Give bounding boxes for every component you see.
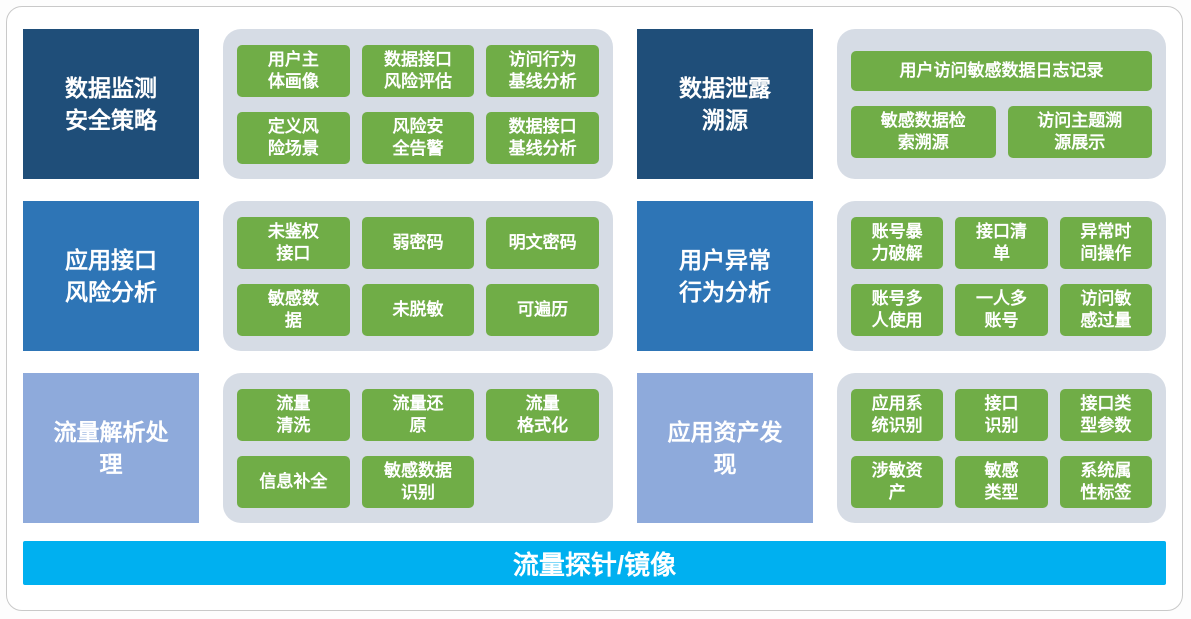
chip-info-completion: 信息补全 [237,455,350,508]
chip-traffic-formatting: 流量 格式化 [486,388,599,441]
panel-data-leak-tracing: 用户访问敏感数据日志记录 敏感数据检 索溯源 访问主题溯 源展示 [837,29,1166,179]
chip-group-data-monitoring-policy: 用户主 体画像 数据接口 风险评估 访问行为 基线分析 定义风 险场景 风险安 … [237,44,599,164]
chip-excessive-sensitive-access: 访问敏 感过量 [1059,283,1152,336]
section-label-data-monitoring-policy: 数据监测 安全策略 [23,29,199,179]
chip-access-behavior-baseline: 访问行为 基线分析 [486,44,599,97]
chip-sensitive-data: 敏感数 据 [237,283,350,336]
chip-group-traffic-parsing: 流量 清洗 流量还 原 流量 格式化 信息补全 敏感数据 识别 [237,388,599,508]
chip-unmasked-data: 未脱敏 [361,283,475,336]
chip-sensitive-type: 敏感 类型 [955,455,1048,508]
chip-account-brute-force: 账号暴 力破解 [851,216,944,269]
chip-sensitive-data-search-trace: 敏感数据检 索溯源 [851,105,996,158]
chip-traffic-restore: 流量还 原 [361,388,475,441]
chip-group-app-asset-discovery: 应用系 统识别 接口 识别 接口类 型参数 涉敏资 产 敏感 类型 系统属 性标… [851,388,1152,508]
chip-sensitive-assets: 涉敏资 产 [851,455,944,508]
chip-unauthenticated-api: 未鉴权 接口 [237,216,350,269]
chip-traffic-cleaning: 流量 清洗 [237,388,350,441]
chip-traversable: 可遍历 [486,283,599,336]
panel-app-api-risk-analysis: 未鉴权 接口 弱密码 明文密码 敏感数 据 未脱敏 可遍历 [223,201,613,351]
chip-abnormal-time-operation: 异常时 间操作 [1059,216,1152,269]
panel-user-abnormal-behavior: 账号暴 力破解 接口清 单 异常时 间操作 账号多 人使用 一人多 账号 访问敏… [837,201,1166,351]
chip-api-baseline-analysis: 数据接口 基线分析 [486,111,599,164]
chip-group-data-leak-tracing: 用户访问敏感数据日志记录 敏感数据检 索溯源 访问主题溯 源展示 [851,50,1152,158]
chip-sensitive-data-access-log: 用户访问敏感数据日志记录 [851,50,1152,91]
chip-app-system-identify: 应用系 统识别 [851,388,944,441]
chip-account-shared-use: 账号多 人使用 [851,283,944,336]
chip-risk-security-alert: 风险安 全告警 [361,111,475,164]
chip-one-person-multi-account: 一人多 账号 [955,283,1048,336]
chip-api-identify: 接口 识别 [955,388,1048,441]
panel-data-monitoring-policy: 用户主 体画像 数据接口 风险评估 访问行为 基线分析 定义风 险场景 风险安 … [223,29,613,179]
diagram-frame: 数据监测 安全策略 用户主 体画像 数据接口 风险评估 访问行为 基线分析 定义… [6,6,1183,611]
chip-api-type-params: 接口类 型参数 [1059,388,1152,441]
chip-define-risk-scenario: 定义风 险场景 [237,111,350,164]
chip-group-app-api-risk-analysis: 未鉴权 接口 弱密码 明文密码 敏感数 据 未脱敏 可遍历 [237,216,599,336]
chip-sensitive-data-identification: 敏感数据 识别 [361,455,475,508]
section-label-app-api-risk-analysis: 应用接口 风险分析 [23,201,199,351]
chip-weak-password: 弱密码 [361,216,475,269]
section-label-data-leak-tracing: 数据泄露 溯源 [637,29,813,179]
chip-group-user-abnormal-behavior: 账号暴 力破解 接口清 单 异常时 间操作 账号多 人使用 一人多 账号 访问敏… [851,216,1152,336]
panel-traffic-parsing: 流量 清洗 流量还 原 流量 格式化 信息补全 敏感数据 识别 [223,373,613,523]
section-label-user-abnormal-behavior: 用户异常 行为分析 [637,201,813,351]
chip-user-subject-profile: 用户主 体画像 [237,44,350,97]
section-label-traffic-parsing: 流量解析处 理 [23,373,199,523]
chip-system-attribute-tags: 系统属 性标签 [1059,455,1152,508]
diagram-grid: 数据监测 安全策略 用户主 体画像 数据接口 风险评估 访问行为 基线分析 定义… [23,29,1166,523]
panel-app-asset-discovery: 应用系 统识别 接口 识别 接口类 型参数 涉敏资 产 敏感 类型 系统属 性标… [837,373,1166,523]
chip-access-subject-trace-display: 访问主题溯 源展示 [1007,105,1152,158]
chip-plaintext-password: 明文密码 [486,216,599,269]
section-label-app-asset-discovery: 应用资产发 现 [637,373,813,523]
traffic-probe-mirror-bar: 流量探针/镜像 [23,541,1166,585]
chip-api-risk-assessment: 数据接口 风险评估 [361,44,475,97]
chip-api-inventory: 接口清 单 [955,216,1048,269]
